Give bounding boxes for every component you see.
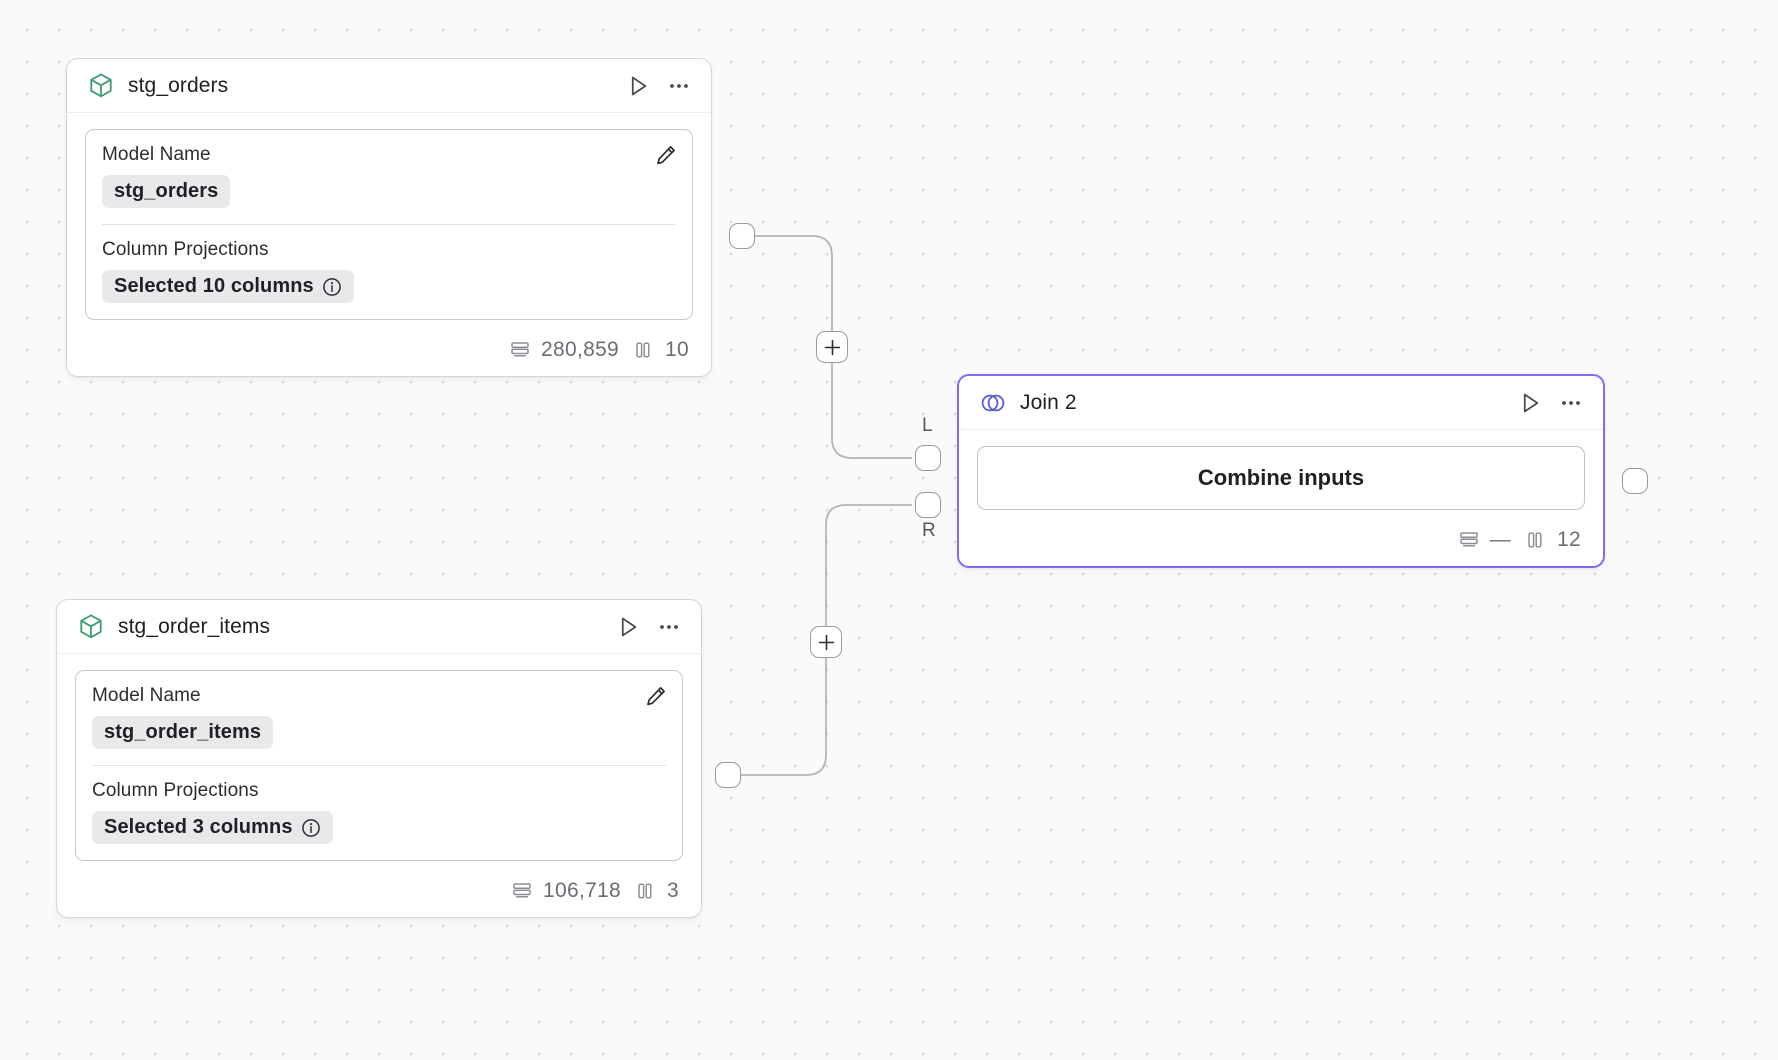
cube-icon [87, 72, 115, 100]
columns-icon [1525, 529, 1547, 551]
column-count-value: 12 [1557, 528, 1581, 551]
venn-join-icon [979, 389, 1007, 417]
row-count-stat: 106,718 [511, 879, 621, 903]
input-port-join-right[interactable] [915, 492, 941, 518]
rows-icon [511, 880, 533, 902]
panel-divider [102, 224, 676, 225]
node-body: Model Name stg_order_items Column Projec… [57, 654, 701, 871]
column-count-stat: 12 [1525, 528, 1581, 552]
pencil-icon[interactable] [653, 142, 679, 168]
node-header: stg_orders [67, 59, 711, 113]
input-port-join-left[interactable] [915, 445, 941, 471]
input-port-label-right: R [922, 520, 936, 541]
info-icon[interactable] [322, 277, 342, 297]
row-count-stat: — [1458, 528, 1511, 552]
column-count-value: 10 [665, 338, 689, 361]
node-join-2[interactable]: Join 2 Combine inputs [957, 374, 1605, 568]
more-horizontal-icon[interactable] [1557, 389, 1585, 417]
plus-icon [824, 339, 840, 355]
more-horizontal-icon[interactable] [655, 613, 683, 641]
combine-inputs-button[interactable]: Combine inputs [977, 446, 1585, 510]
input-port-label-left: L [922, 415, 933, 436]
more-horizontal-icon[interactable] [665, 72, 693, 100]
output-port-join-2[interactable] [1622, 468, 1648, 494]
model-name-value[interactable]: stg_orders [102, 175, 231, 208]
rows-icon [1458, 529, 1480, 551]
node-body: Combine inputs [959, 430, 1603, 520]
play-icon[interactable] [624, 72, 652, 100]
panel-divider [92, 765, 666, 766]
node-title: stg_orders [128, 73, 229, 97]
model-name-label: Model Name [102, 144, 211, 165]
output-port-stg-order-items[interactable] [715, 762, 741, 788]
model-name-label: Model Name [92, 685, 201, 706]
output-port-stg-orders[interactable] [729, 223, 755, 249]
node-stg-order-items[interactable]: stg_order_items [56, 599, 702, 918]
columns-icon [633, 339, 655, 361]
node-footer: 280,859 10 [67, 330, 711, 376]
column-projections-text: Selected 3 columns [104, 816, 293, 838]
row-count-value: 280,859 [541, 338, 620, 361]
play-icon[interactable] [1516, 389, 1544, 417]
node-header: Join 2 [959, 376, 1603, 430]
column-projections-text: Selected 10 columns [114, 275, 314, 297]
node-body: Model Name stg_orders Column Projections… [67, 113, 711, 330]
info-icon[interactable] [301, 818, 321, 838]
node-footer: 106,718 3 [57, 871, 701, 917]
model-name-value[interactable]: stg_order_items [92, 716, 274, 749]
row-count-value: — [1489, 528, 1512, 551]
edge-add-node-button-upper[interactable] [816, 331, 848, 363]
node-title: stg_order_items [118, 614, 271, 638]
model-config-panel: Model Name stg_order_items Column Projec… [75, 670, 683, 861]
column-projections-value[interactable]: Selected 10 columns [102, 270, 354, 303]
node-footer: — 12 [959, 520, 1603, 566]
model-config-panel: Model Name stg_orders Column Projections… [85, 129, 693, 320]
columns-icon [635, 880, 657, 902]
column-count-value: 3 [667, 879, 679, 902]
column-count-stat: 3 [635, 879, 679, 903]
column-projections-label: Column Projections [92, 780, 259, 801]
edge-add-node-button-lower[interactable] [810, 626, 842, 658]
rows-icon [509, 339, 531, 361]
column-projections-label: Column Projections [102, 239, 269, 260]
column-projections-value[interactable]: Selected 3 columns [92, 811, 333, 844]
node-stg-orders[interactable]: stg_orders [66, 58, 712, 377]
column-count-stat: 10 [633, 338, 689, 362]
row-count-stat: 280,859 [509, 338, 619, 362]
plus-icon [818, 634, 834, 650]
cube-icon [77, 613, 105, 641]
node-title: Join 2 [1020, 390, 1077, 414]
pencil-icon[interactable] [643, 683, 669, 709]
node-header: stg_order_items [57, 600, 701, 654]
row-count-value: 106,718 [543, 879, 622, 902]
play-icon[interactable] [614, 613, 642, 641]
